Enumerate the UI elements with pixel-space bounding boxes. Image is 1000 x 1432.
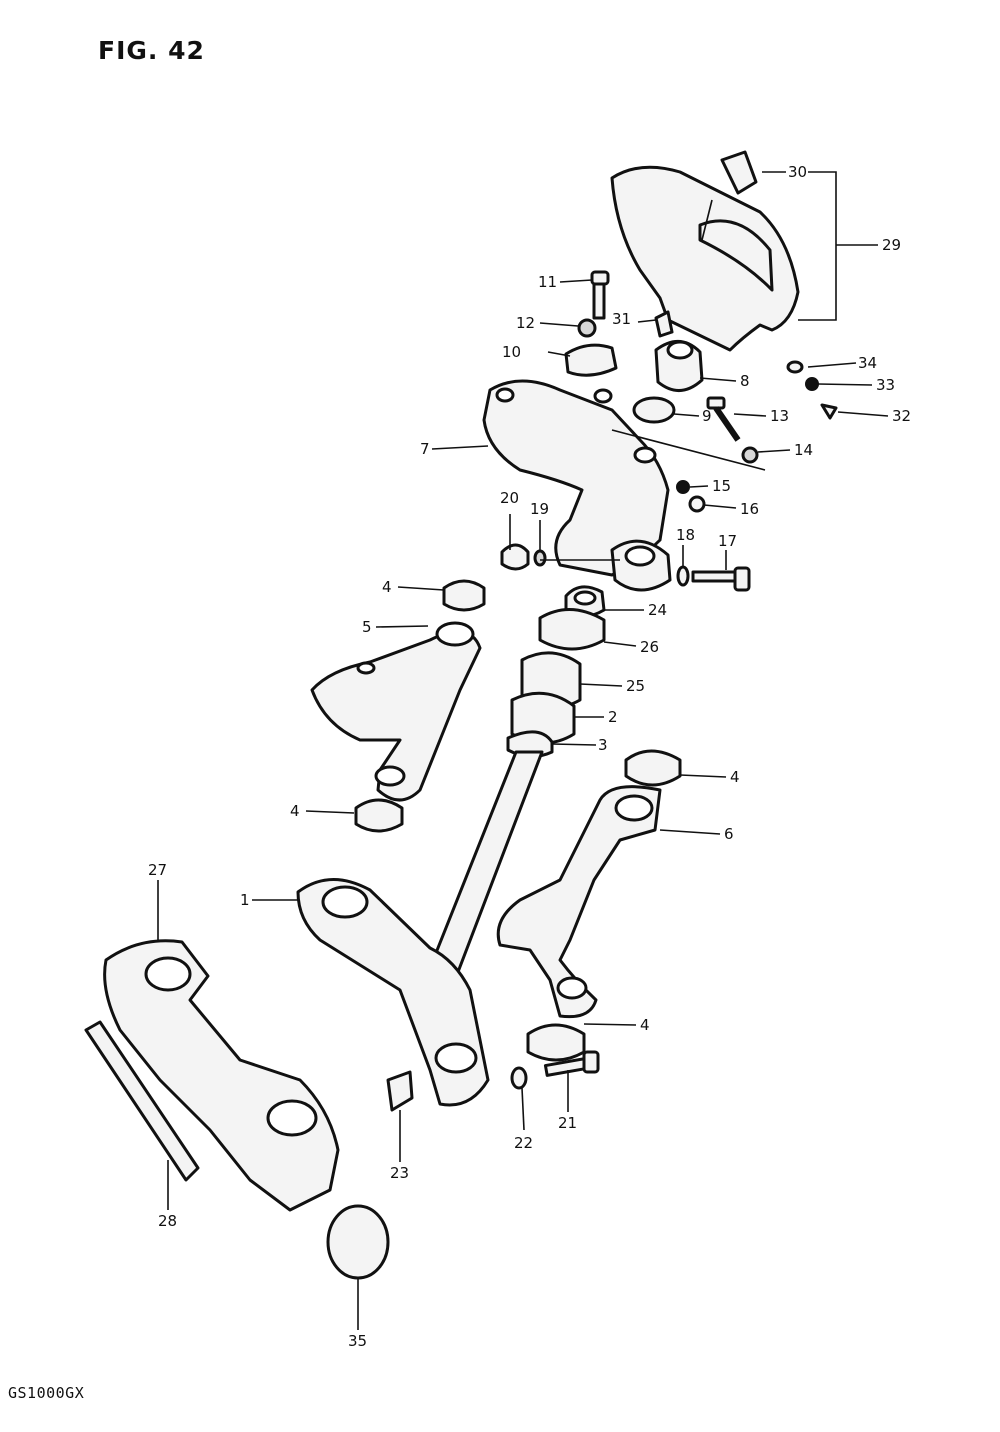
part-26-dust-seal xyxy=(538,608,606,651)
callout-14: 14 xyxy=(794,441,813,459)
part-21-bolt xyxy=(543,1050,600,1077)
part-28-emblem-plate xyxy=(84,1020,200,1182)
part-20-cap xyxy=(500,543,530,571)
callout-4-lower-left: 4 xyxy=(290,802,300,820)
callout-32: 32 xyxy=(892,407,911,425)
part-13-bolt xyxy=(706,396,741,442)
part-4-rubber-damper-right-bottom xyxy=(526,1023,586,1062)
callout-15: 15 xyxy=(712,477,731,495)
callout-34: 34 xyxy=(858,354,877,372)
callout-16: 16 xyxy=(740,500,759,518)
callout-17: 17 xyxy=(718,532,737,550)
part-17-bolt xyxy=(691,566,751,592)
part-14-nut xyxy=(741,446,759,464)
callout-8: 8 xyxy=(740,372,750,390)
model-code: GS1000GX xyxy=(8,1384,85,1402)
part-31-screw xyxy=(654,310,674,338)
callout-9: 9 xyxy=(702,407,712,425)
callout-33: 33 xyxy=(876,376,895,394)
callout-20: 20 xyxy=(500,489,519,507)
part-4-rubber-damper xyxy=(442,579,486,612)
callout-35: 35 xyxy=(348,1332,367,1350)
part-15-washer xyxy=(676,480,690,494)
callout-26: 26 xyxy=(640,638,659,656)
part-7-upper-bracket xyxy=(482,379,672,592)
callout-29: 29 xyxy=(882,236,901,254)
callout-3: 3 xyxy=(598,736,608,754)
part-11-bolt xyxy=(590,270,610,320)
part-35-cap xyxy=(326,1204,390,1280)
callout-25: 25 xyxy=(626,677,645,695)
part-12-nut xyxy=(577,318,597,338)
callout-12: 12 xyxy=(516,314,535,332)
callout-10: 10 xyxy=(502,343,521,361)
callout-6: 6 xyxy=(724,825,734,843)
part-30-clip xyxy=(720,150,758,195)
part-34-washer xyxy=(786,360,804,374)
part-6-right-bracket xyxy=(496,785,662,1019)
callout-21: 21 xyxy=(558,1114,577,1132)
callout-4-right-top: 4 xyxy=(730,768,740,786)
callout-11: 11 xyxy=(538,273,557,291)
part-23-label xyxy=(386,1070,414,1112)
part-9-washer xyxy=(632,396,676,424)
part-18-washer xyxy=(676,565,690,587)
callout-7: 7 xyxy=(420,440,430,458)
callout-18: 18 xyxy=(676,526,695,544)
callout-1: 1 xyxy=(240,891,250,909)
callout-5: 5 xyxy=(362,618,372,636)
part-27-lower-cover xyxy=(103,939,340,1212)
callout-4-upper-left: 4 xyxy=(382,578,392,596)
callout-labels: 30 29 11 12 10 31 8 9 7 13 14 15 16 34 3… xyxy=(148,163,911,1350)
callout-13: 13 xyxy=(770,407,789,425)
leader-lines xyxy=(157,171,889,1330)
callout-19: 19 xyxy=(530,500,549,518)
callout-28: 28 xyxy=(158,1212,177,1230)
part-8-steering-stem-nut xyxy=(654,340,704,392)
part-1-lower-bracket xyxy=(296,878,490,1107)
callout-24: 24 xyxy=(648,601,667,619)
part-16-nut xyxy=(688,495,706,513)
figure-title: FIG. 42 xyxy=(98,36,205,65)
part-10-handlebar-holder xyxy=(564,343,618,377)
part-4-rubber-damper-lower-left xyxy=(354,798,404,833)
callout-30: 30 xyxy=(788,163,807,181)
part-4-rubber-damper-right-top xyxy=(624,749,682,787)
callout-22: 22 xyxy=(514,1134,533,1152)
callout-2: 2 xyxy=(608,708,618,726)
part-32-screw xyxy=(820,403,838,420)
callout-4-right-bottom: 4 xyxy=(640,1016,650,1034)
part-22-washer xyxy=(510,1066,528,1090)
callout-23: 23 xyxy=(390,1164,409,1182)
part-33-nut xyxy=(805,377,819,391)
part-5-left-bracket xyxy=(310,621,482,802)
callout-27: 27 xyxy=(148,861,167,879)
part-29-handlebar-cover xyxy=(610,165,800,352)
part-19-washer xyxy=(533,549,547,567)
callout-31: 31 xyxy=(612,310,631,328)
